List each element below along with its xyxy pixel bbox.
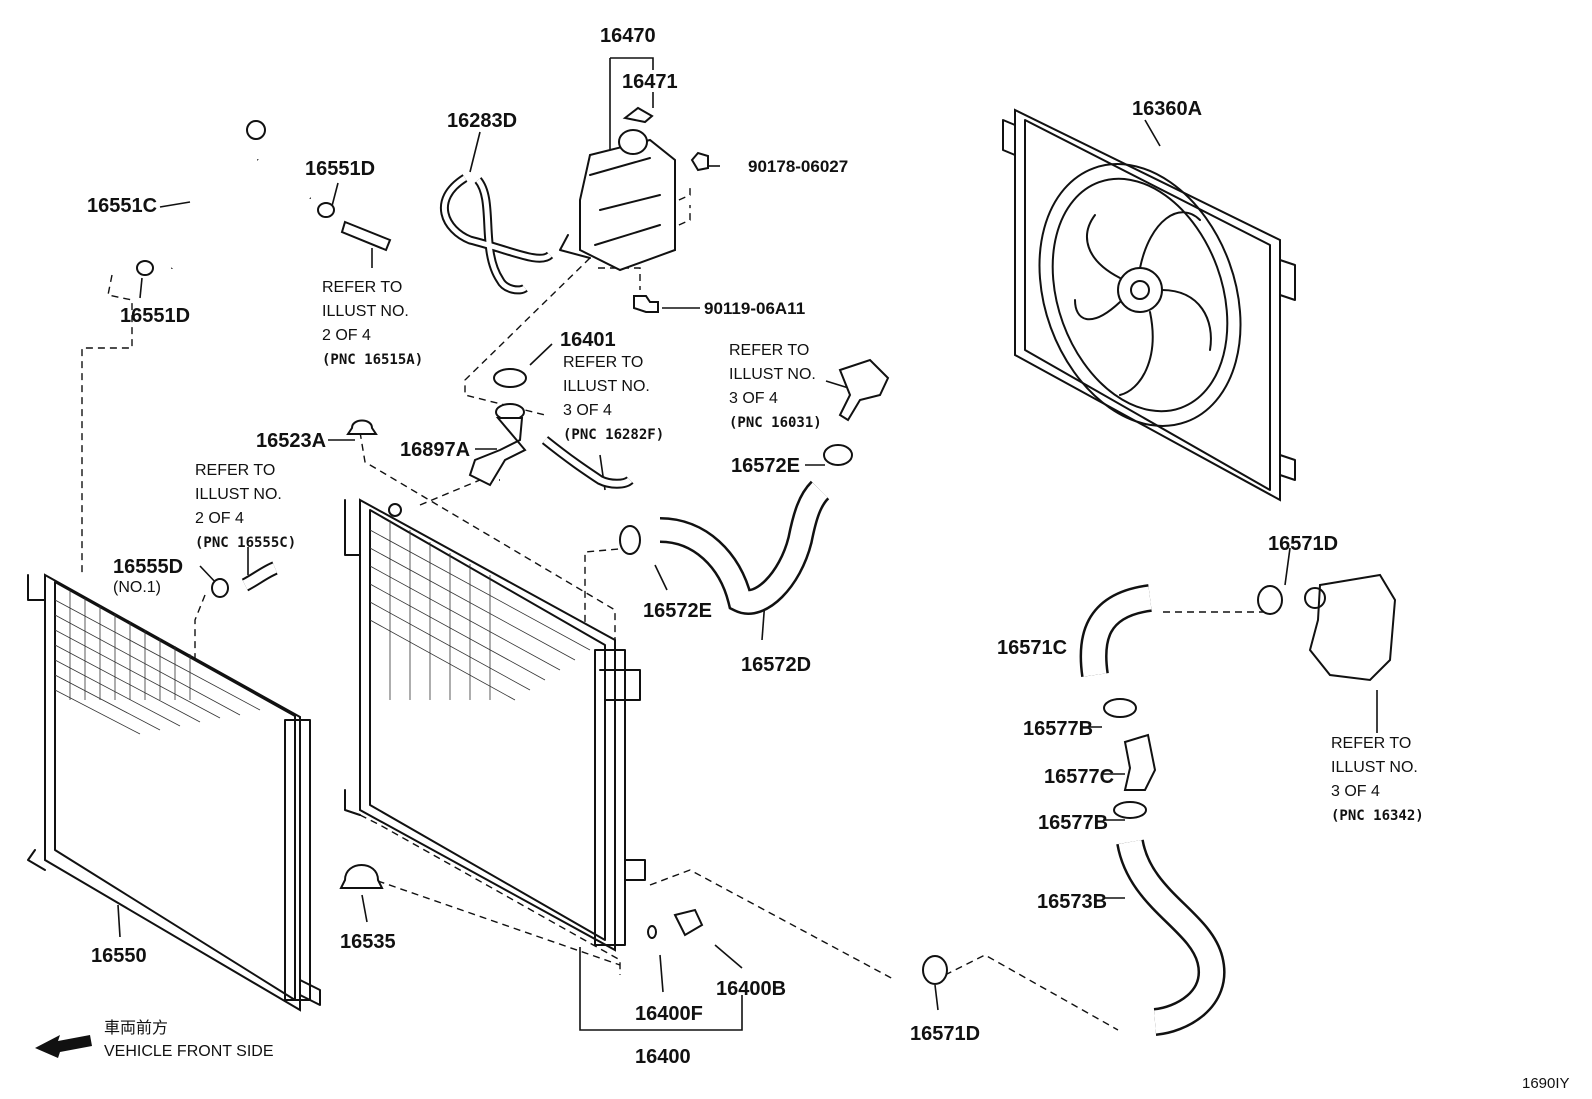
nut-90178-icon [690,151,709,172]
label-16550: 16550 [91,945,147,967]
tee-fitting [340,220,392,252]
label-16471: 16471 [622,71,678,93]
label-90178-06027: 90178-06027 [748,157,848,176]
hose-16571C [1079,584,1153,677]
label-16360A: 16360A [1132,98,1202,120]
svg-text:REFER TO: REFER TO [322,279,402,296]
svg-text:3 OF 4: 3 OF 4 [729,390,778,407]
fan-shroud-16360A [1002,108,1296,502]
mount-16535 [339,864,384,889]
clamp-16572E-mid [619,525,641,555]
svg-text:REFER TO: REFER TO [195,462,275,479]
clamp-16572E-top [823,444,853,466]
label-16551C: 16551C [87,195,157,217]
label-16470: 16470 [600,25,656,47]
clamp-16577B-top [1103,698,1137,718]
svg-text:ILLUST NO.: ILLUST NO. [563,378,650,395]
svg-text:2 OF 4: 2 OF 4 [195,510,244,527]
hose-16572D [659,480,830,615]
svg-text:ILLUST NO.: ILLUST NO. [729,366,816,383]
label-16283D: 16283D [447,110,517,132]
label-16577C: 16577C [1044,766,1114,788]
label-16555D-sub: (NO.1) [113,579,161,596]
hose-16551C [167,120,315,272]
svg-text:ILLUST NO.: ILLUST NO. [322,303,409,320]
vehicle-front-arrow-icon [35,1035,92,1058]
part-number-labels: 16470 16471 16283D 16551D 16551C 16551D … [87,25,1338,1068]
illustration-id: 1690IY [1522,1075,1570,1092]
label-16572E-top: 16572E [731,455,800,477]
svg-text:3 OF 4: 3 OF 4 [1331,783,1380,800]
filler-neck-16897A [468,403,527,487]
svg-text:(PNC 16515A): (PNC 16515A) [322,352,423,368]
label-16572D: 16572D [741,654,811,676]
direction-label-en: VEHICLE FRONT SIDE [104,1043,274,1060]
label-16535: 16535 [340,931,396,953]
bolt-90119-icon [633,295,659,313]
label-16400B: 16400B [716,978,786,1000]
svg-text:REFER TO: REFER TO [1331,735,1411,752]
svg-text:REFER TO: REFER TO [563,354,643,371]
water-outlet-16031 [838,358,890,422]
label-16572E-mid: 16572E [643,600,712,622]
hose-16283D [440,174,554,295]
hose-16573B [1116,838,1226,1036]
note-refer-16342: REFER TO ILLUST NO. 3 OF 4 (PNC 16342) [1331,735,1424,824]
svg-text:2 OF 4: 2 OF 4 [322,327,371,344]
svg-text:ILLUST NO.: ILLUST NO. [1331,759,1418,776]
note-refer-16282F: REFER TO ILLUST NO. 3 OF 4 (PNC 16282F) [563,354,664,443]
grommet-16523A [346,419,378,435]
label-16577B-bottom: 16577B [1038,812,1108,834]
label-16523A: 16523A [256,430,326,452]
label-16555D: 16555D [113,556,183,578]
o-ring-16400F [647,925,657,939]
svg-text:(PNC 16282F): (PNC 16282F) [563,427,664,443]
svg-text:3 OF 4: 3 OF 4 [563,402,612,419]
note-refer-16031: REFER TO ILLUST NO. 3 OF 4 (PNC 16031) [729,342,822,431]
drain-plug-16400B [673,908,704,937]
label-16571D-right: 16571D [1268,533,1338,555]
direction-label-jp: 車両前方 [104,1019,168,1037]
svg-text:(PNC 16342): (PNC 16342) [1331,808,1424,824]
label-16571D-bottom: 16571D [910,1023,980,1045]
clamp-16577B-bottom [1113,801,1147,819]
label-16571C: 16571C [997,637,1067,659]
svg-text:REFER TO: REFER TO [729,342,809,359]
label-16551D-top: 16551D [305,158,375,180]
clamp-16555D [211,578,229,598]
radiator-16400 [344,498,646,952]
pipe-16577C [1123,733,1157,791]
note-refer-16555C: REFER TO ILLUST NO. 2 OF 4 (PNC 16555C) [195,462,296,551]
svg-text:(PNC 16555C): (PNC 16555C) [195,535,296,551]
svg-text:ILLUST NO.: ILLUST NO. [195,486,282,503]
label-90119-06A11: 90119-06A11 [704,299,805,318]
label-16400: 16400 [635,1046,691,1068]
condenser-16550 [27,573,321,1012]
label-16551D-left: 16551D [120,305,190,327]
svg-text:(PNC 16031): (PNC 16031) [729,415,822,431]
clamp-16551D-top [317,202,335,218]
clamp-16571D-right [1257,585,1283,615]
label-16897A: 16897A [400,439,470,461]
label-16573B: 16573B [1037,891,1107,913]
radiator-cap-16401 [493,368,527,388]
reservoir-tank-16470 [559,129,676,272]
water-inlet-16342 [1308,573,1397,682]
label-16577B-top: 16577B [1023,718,1093,740]
label-16400F: 16400F [635,1003,703,1025]
label-16401: 16401 [560,329,616,351]
reservoir-cap-16471 [622,106,654,124]
clamp-16571D-bottom [922,955,948,985]
clamp-16551D-left [136,260,154,276]
note-refer-16515A: REFER TO ILLUST NO. 2 OF 4 (PNC 16515A) [322,279,423,368]
